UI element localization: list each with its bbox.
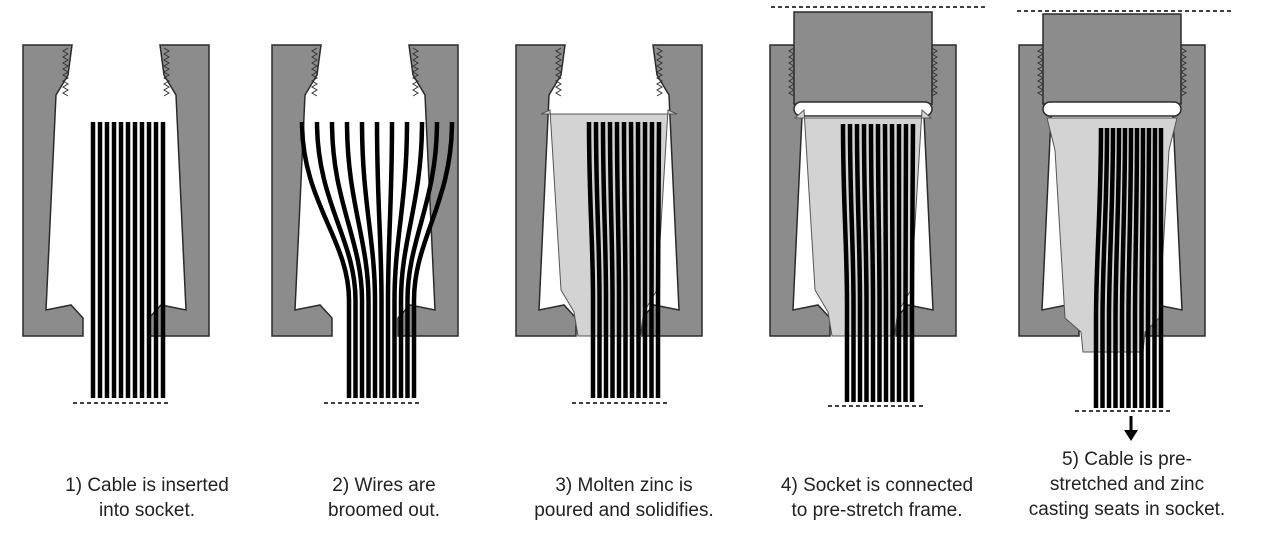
step-3-caption: 3) Molten zinc is poured and solidifies. [509,473,739,523]
step-3-wire-bundle [586,121,662,398]
step-1-socket-wall-right [148,44,210,337]
step-4-wire-11 [909,123,916,402]
step-2-caption: 2) Wires are broomed out. [269,473,499,523]
step-3-wire-7 [628,121,635,398]
step-5-wire-10 [1152,127,1158,408]
down-arrow-icon [1124,430,1138,441]
step-2-wire-2 [314,121,358,398]
step-4-wire-2 [847,123,856,402]
step-4-frame-gap [793,101,933,117]
step-3-wire-4 [607,121,615,398]
step-3-socket-wall-left [515,44,577,337]
step-2-wire-bundle [299,121,455,398]
step-2-thread-left-icon [311,47,318,97]
step-3-wire-1 [586,121,596,398]
step-3-socket-wall-right [641,44,703,337]
step-5-wire-7 [1132,127,1140,408]
step-2-wire-11 [411,121,455,398]
step-5-wire-bundle [1093,127,1164,408]
step-2-wire-9 [398,121,425,398]
step-4-caption-line-2: to pre-stretch frame. [791,500,963,521]
step-4-thread-left-icon [788,47,795,97]
step-1-caption-line-1: 1) Cable is inserted [65,475,229,496]
step-2-socket-wall-left [271,44,333,337]
step-5-frame-gap [1042,101,1182,117]
step-5-wire-4 [1113,127,1122,408]
step-5-wire-5 [1119,127,1128,408]
step-3-thread-right-icon [656,47,663,97]
step-5-caption-line-1: 5) Cable is pre- [1062,449,1192,470]
step-3-wire-5 [614,121,622,398]
step-3-wire-6 [621,121,628,398]
step-3-wire-8 [635,121,641,398]
step-5-wire-8 [1139,127,1146,408]
step-4-wire-bundle [840,123,916,402]
step-2-thread-right-icon [412,47,419,97]
step-4-wire-7 [882,123,889,402]
step-3-caption-line-2: poured and solidifies. [534,500,714,521]
step-4-pre-stretch-frame [793,11,933,105]
step-2-wire-10 [405,121,440,398]
step-5-pre-stretch-frame [1042,13,1182,105]
step-4-caption-line-1: 4) Socket is connected [780,475,974,496]
step-2-wire-5 [359,121,378,398]
step-4-wire-3 [854,123,863,402]
step-5-thread-right-icon [1180,47,1187,97]
step-3-wire-3 [600,121,609,398]
step-5-thread-left-icon [1037,47,1044,97]
step-2-socket-wall-right [397,44,459,337]
step-5-caption: 5) Cable is pre- stretched and zinc cast… [1012,447,1242,522]
step-1-socket-wall-left [22,44,84,337]
step-3-wire-10 [649,121,655,398]
step-4-thread-right-icon [931,47,938,97]
step-1-wire-bundle [90,122,166,398]
step-4-caption: 4) Socket is connected to pre-stretch fr… [762,473,992,523]
step-2-wire-8 [392,121,410,398]
step-5-wire-9 [1145,127,1152,408]
step-4-wire-6 [875,123,882,402]
step-5-wire-2 [1100,127,1110,408]
step-3-caption-line-1: 3) Molten zinc is [555,475,693,496]
step-5-caption-line-2: stretched and zinc [1049,474,1205,495]
step-2-wire-6 [374,121,384,398]
step-1-caption-line-2: into socket. [98,500,196,521]
step-5-wire-1 [1093,127,1104,408]
step-1-thread-left-icon [62,47,69,97]
step-3-wire-2 [593,121,602,398]
step-5-wire-3 [1106,127,1116,408]
step-4-wire-1 [840,123,850,402]
step-3-wire-11 [655,121,662,398]
step-4-wire-5 [868,123,876,402]
step-4-wire-10 [903,123,909,402]
step-2-wire-7 [385,121,395,398]
step-2-caption-line-1: 2) Wires are [332,475,436,496]
step-2-wire-4 [344,121,371,398]
step-5-caption-line-3: casting seats in socket. [1028,499,1226,520]
step-5-wire-6 [1126,127,1134,408]
step-4-wire-8 [889,123,895,402]
step-1-caption: 1) Cable is inserted into socket. [32,473,262,523]
step-2-wire-1 [299,121,352,398]
step-2-wire-3 [329,121,365,398]
step-2-caption-line-2: broomed out. [328,500,440,521]
step-3-thread-left-icon [555,47,562,97]
step-1-thread-right-icon [163,47,170,97]
step-4-wire-4 [861,123,869,402]
